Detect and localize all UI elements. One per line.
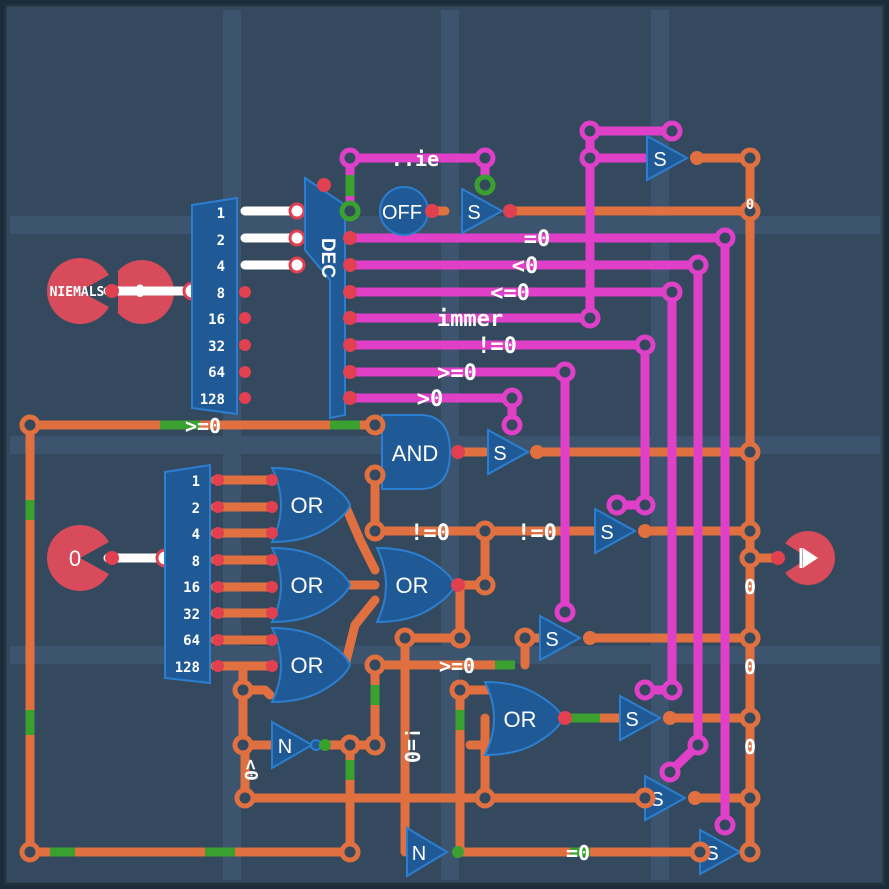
label-ne0-vertical: !=0: [400, 727, 424, 763]
splitter-bottom-bit-4: 4: [192, 527, 200, 543]
splitter-top-bit-1: 1: [217, 206, 225, 222]
splitter-top[interactable]: 1 2 4 8 16 32 64 128: [191, 196, 306, 416]
s-gate-4[interactable]: S: [594, 507, 652, 555]
splitter-bottom-bit-2: 2: [192, 501, 200, 517]
s-gate-5-label: S: [545, 629, 558, 651]
s-gate-1-label: S: [653, 149, 666, 171]
input-niemals[interactable]: NIEMALS 0: [47, 258, 202, 324]
splitter-bottom-bit-32: 32: [183, 607, 200, 623]
s-gate-4-label: S: [600, 522, 613, 544]
s-gate-6-label: S: [625, 709, 638, 731]
label-ne0-b: !=0: [517, 521, 557, 546]
splitter-top-bit-8: 8: [217, 286, 225, 302]
label-zero-a: 0: [744, 575, 756, 599]
splitter-top-bit-4: 4: [217, 259, 225, 275]
s-gate-1[interactable]: S: [646, 134, 704, 182]
label-lt0-vertical: <0: [240, 759, 261, 781]
splitter-top-bit-16: 16: [208, 312, 225, 328]
s-gate-3-label: S: [493, 443, 506, 465]
splitter-top-bit-64: 64: [208, 365, 225, 381]
splitter-bottom-bit-64: 64: [183, 633, 200, 649]
label-lt0: <0: [512, 254, 539, 279]
s-gate-2-label: S: [467, 202, 480, 224]
splitter-top-bit-128: 128: [200, 392, 225, 408]
label-eq0: =0: [524, 227, 551, 252]
wire-labels: ..ie =0 <0 <=0 immer !=0 >=0 >0 >=0 !=0 …: [185, 147, 756, 865]
or-gate-5-label: OR: [504, 707, 537, 732]
input-value: 0: [135, 282, 145, 302]
not-gate-2-label: N: [412, 843, 426, 865]
s-gate-5[interactable]: S: [539, 614, 597, 662]
label-nie: ..ie: [391, 147, 439, 171]
or-gate-2[interactable]: OR: [266, 546, 352, 624]
or-gate-3-label: OR: [291, 653, 324, 678]
wire-junctions: [19, 120, 761, 863]
not-gate-1-label: N: [278, 736, 292, 758]
input-zero-label: 0: [69, 546, 81, 571]
off-button-label: OFF: [382, 202, 422, 224]
and-gate-label: AND: [392, 441, 438, 466]
splitter-bottom-bit-16: 16: [183, 580, 200, 596]
off-button[interactable]: OFF: [379, 186, 439, 236]
active-wire-segments: [25, 175, 600, 857]
s-gate-2[interactable]: S: [461, 187, 517, 235]
label-immer: immer: [437, 307, 503, 332]
label-zero-c: 0: [744, 735, 756, 759]
splitter-bottom-bit-8: 8: [192, 554, 200, 570]
not-gate-1[interactable]: N: [271, 720, 331, 770]
label-ne0: !=0: [477, 334, 517, 359]
splitter-bottom-bit-128: 128: [175, 660, 200, 676]
or-gate-1-label: OR: [291, 493, 324, 518]
and-gate[interactable]: AND: [381, 414, 465, 490]
label-ge0: >=0: [437, 361, 477, 386]
label-gt0: >0: [417, 387, 444, 412]
or-gate-2-label: OR: [291, 573, 324, 598]
splitter-bottom[interactable]: 1 2 4 8 16 32 64 128: [164, 463, 224, 685]
or-gate-1[interactable]: OR: [266, 466, 352, 544]
label-zero-d: 0: [746, 197, 754, 213]
label-ge0-left: >=0: [185, 414, 221, 438]
input-zero[interactable]: 0: [47, 525, 175, 591]
or-gate-4-label: OR: [396, 573, 429, 598]
label-ne0-a: !=0: [410, 521, 450, 546]
or-gate-5[interactable]: OR: [483, 680, 572, 757]
label-zero-b: 0: [744, 655, 756, 679]
splitter-bottom-bit-1: 1: [192, 474, 200, 490]
label-eq0-bottom: =0: [566, 841, 590, 865]
s-gate-6[interactable]: S: [619, 694, 677, 742]
or-gate-3[interactable]: OR: [266, 626, 352, 704]
not-gate-2[interactable]: N: [406, 826, 464, 878]
label-ge0-mid: >=0: [439, 654, 475, 678]
or-gate-4[interactable]: OR: [375, 546, 465, 624]
decoder[interactable]: DEC: [304, 176, 357, 420]
decoder-label: DEC: [317, 238, 338, 278]
input-label: NIEMALS: [50, 285, 105, 300]
splitter-top-bit-2: 2: [217, 233, 225, 249]
s-gate-3[interactable]: S: [487, 428, 544, 476]
play-icon: [803, 548, 818, 568]
splitter-top-bit-32: 32: [208, 339, 225, 355]
output-node[interactable]: [771, 531, 835, 585]
label-le0: <=0: [490, 281, 530, 306]
